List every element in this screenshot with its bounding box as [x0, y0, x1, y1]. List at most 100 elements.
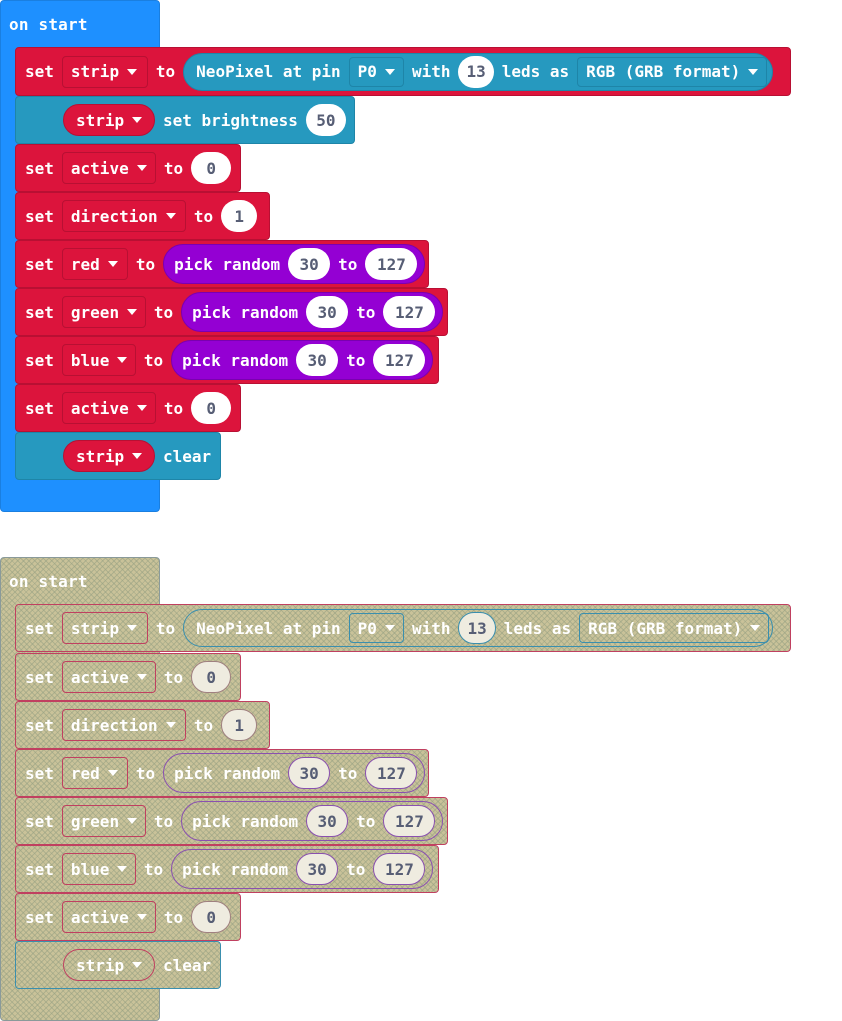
neopixel-create-block[interactable]: NeoPixel at pin P0 with 13 leds as RGB (… [183, 52, 774, 91]
min-input[interactable]: 30 [296, 344, 339, 376]
chevron-down-icon [107, 261, 118, 267]
min-input[interactable]: 30 [288, 757, 331, 789]
variable-dropdown-green[interactable]: green [61, 805, 146, 837]
dropdown-label: active [70, 907, 129, 927]
set-keyword: set [25, 715, 54, 735]
set-blue-block[interactable]: set blue to pick random 30 to 127 [15, 336, 439, 384]
chevron-down-icon [127, 68, 138, 75]
max-input[interactable]: 127 [365, 757, 418, 789]
variable-dropdown-active[interactable]: active [61, 152, 156, 184]
strip-clear-block[interactable]: strip clear [15, 432, 221, 480]
set-strip-block[interactable]: set strip to NeoPixel at pin P0 with 13 … [15, 604, 791, 652]
to-keyword: to [356, 302, 376, 322]
set-active-block[interactable]: set active to 0 [15, 893, 241, 941]
set-keyword: set [25, 398, 54, 418]
min-input[interactable]: 30 [306, 805, 349, 837]
set-brightness-block[interactable]: strip set brightness 50 [15, 96, 355, 144]
dropdown-label: strip [76, 446, 125, 466]
set-active-block[interactable]: set active to 0 [15, 384, 241, 432]
max-input[interactable]: 127 [373, 344, 426, 376]
set-active-block[interactable]: set active to 0 [15, 144, 241, 192]
max-input[interactable]: 127 [373, 853, 426, 885]
pin-dropdown[interactable]: P0 [348, 56, 404, 87]
max-input[interactable]: 127 [383, 805, 436, 837]
pick-random-block[interactable]: pick random 30 to 127 [181, 292, 444, 332]
pick-random-block[interactable]: pick random 30 to 127 [163, 753, 426, 793]
value-input[interactable]: 0 [191, 901, 232, 933]
variable-dropdown-green[interactable]: green [61, 296, 146, 328]
chevron-down-icon [117, 357, 128, 363]
variable-dropdown-active[interactable]: active [61, 661, 156, 693]
set-keyword: set [25, 907, 54, 927]
neopixel-label: NeoPixel at pin [196, 618, 341, 638]
variable-dropdown-active[interactable]: active [61, 392, 156, 424]
variable-dropdown-red[interactable]: red [61, 757, 128, 789]
variable-dropdown-direction[interactable]: direction [61, 709, 186, 741]
pin-dropdown[interactable]: P0 [348, 613, 404, 643]
on-start-label: on start [9, 15, 88, 34]
variable-dropdown-red[interactable]: red [61, 248, 128, 280]
chevron-down-icon [384, 68, 395, 75]
set-active-block[interactable]: set active to 0 [15, 653, 241, 701]
chevron-down-icon [165, 213, 176, 219]
chevron-down-icon [127, 818, 138, 824]
value-input[interactable]: 0 [191, 152, 232, 184]
dropdown-label: active [70, 158, 129, 178]
leds-as-keyword: leds as [501, 62, 570, 81]
pick-random-block[interactable]: pick random 30 to 127 [181, 801, 444, 841]
value-input[interactable]: 0 [191, 392, 232, 424]
set-keyword: set [25, 62, 54, 81]
dropdown-label: RGB (GRB format) [588, 618, 743, 638]
strip-dropdown[interactable]: strip [63, 104, 155, 136]
dropdown-label: direction [70, 715, 158, 735]
pick-random-block[interactable]: pick random 30 to 127 [163, 244, 426, 284]
set-strip-block[interactable]: set strip to NeoPixel at pin P0 with 13 … [15, 47, 791, 96]
variable-dropdown-blue[interactable]: blue [61, 344, 136, 376]
variable-dropdown-active[interactable]: active [61, 901, 156, 933]
set-blue-block[interactable]: set blue to pick random 30 to 127 [15, 845, 439, 893]
pick-random-label: pick random [174, 254, 281, 274]
format-dropdown[interactable]: RGB (GRB format) [579, 613, 770, 643]
dropdown-label: strip [76, 110, 125, 130]
min-input[interactable]: 30 [306, 296, 349, 328]
to-keyword: to [346, 859, 366, 879]
pick-random-block[interactable]: pick random 30 to 127 [171, 849, 434, 889]
neopixel-create-block[interactable]: NeoPixel at pin P0 with 13 leds as RGB (… [183, 609, 774, 647]
variable-dropdown-strip[interactable]: strip [61, 55, 148, 88]
set-red-block[interactable]: set red to pick random 30 to 127 [15, 749, 429, 797]
brightness-input[interactable]: 50 [305, 104, 346, 136]
to-keyword: to [135, 763, 156, 783]
strip-clear-block[interactable]: strip clear [15, 941, 221, 989]
chevron-down-icon [127, 625, 138, 631]
set-brightness-label: set brightness [163, 110, 298, 130]
strip-dropdown[interactable]: strip [63, 440, 155, 472]
max-input[interactable]: 127 [383, 296, 436, 328]
variable-dropdown-direction[interactable]: direction [61, 200, 186, 232]
value-input[interactable]: 0 [191, 661, 232, 693]
leds-count-input[interactable]: 13 [458, 55, 494, 88]
set-direction-block[interactable]: set direction to 1 [15, 701, 270, 749]
set-green-block[interactable]: set green to pick random 30 to 127 [15, 797, 448, 845]
set-green-block[interactable]: set green to pick random 30 to 127 [15, 288, 448, 336]
chevron-down-icon [136, 165, 147, 171]
set-direction-block[interactable]: set direction to 1 [15, 192, 270, 240]
dropdown-label: strip [76, 955, 125, 975]
format-dropdown[interactable]: RGB (GRB format) [577, 56, 768, 87]
dropdown-label: red [70, 763, 100, 783]
dropdown-label: strip [70, 618, 120, 638]
variable-dropdown-blue[interactable]: blue [61, 853, 136, 885]
leds-count-input[interactable]: 13 [458, 612, 496, 644]
min-input[interactable]: 30 [296, 853, 339, 885]
pick-random-block[interactable]: pick random 30 to 127 [171, 340, 434, 380]
max-input[interactable]: 127 [365, 248, 418, 280]
value-input[interactable]: 1 [221, 709, 258, 741]
variable-dropdown-strip[interactable]: strip [61, 612, 148, 644]
set-red-block[interactable]: set red to pick random 30 to 127 [15, 240, 429, 288]
strip-dropdown[interactable]: strip [63, 949, 155, 981]
value-input[interactable]: 1 [221, 200, 258, 232]
dropdown-label: P0 [357, 618, 377, 638]
min-input[interactable]: 30 [288, 248, 331, 280]
neopixel-label: NeoPixel at pin [196, 62, 341, 81]
to-keyword: to [143, 859, 164, 879]
set-keyword: set [25, 350, 54, 370]
